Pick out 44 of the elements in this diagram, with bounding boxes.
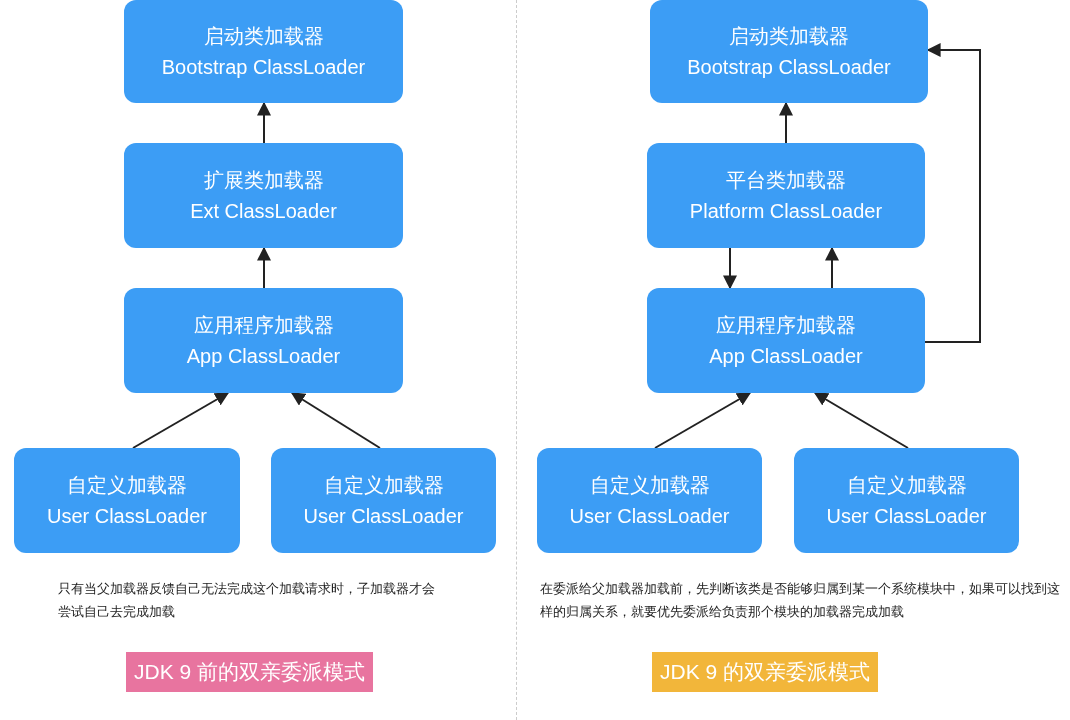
- loader-title: 自定义加载器: [846, 472, 967, 498]
- arrow: [290, 392, 381, 449]
- loader-title: 平台类加载器: [726, 167, 846, 193]
- loader-box: [650, 0, 928, 103]
- loader-name: Bootstrap ClassLoader: [687, 54, 891, 80]
- arrow: [779, 101, 793, 144]
- loader-box: [14, 448, 240, 553]
- note-text: 在委派给父加载器加载前，先判断该类是否能够归属到某一个系统模块中，如果可以找到这样的归属关系，就要优先委派给负责那个模块的加载器完成加载: [540, 581, 1061, 621]
- loader-name: App ClassLoader: [709, 343, 863, 369]
- caption-tag: JDK 9 的双亲委派模式: [652, 652, 879, 692]
- loader-title: 启动类加载器: [203, 23, 324, 49]
- arrow: [723, 247, 737, 290]
- loader-title: 启动类加载器: [729, 23, 849, 49]
- loader-name: User ClassLoader: [46, 503, 208, 529]
- arrow: [813, 392, 909, 449]
- arrow: [924, 43, 981, 343]
- loader-box: [124, 0, 403, 103]
- loader-title: 自定义加载器: [67, 472, 187, 498]
- arrow: [654, 392, 752, 449]
- loader-box: [794, 448, 1019, 553]
- loader-box: [647, 143, 925, 248]
- loader-name: App ClassLoader: [186, 343, 341, 369]
- caption-tag: JDK 9 前的双亲委派模式: [126, 652, 374, 692]
- loader-box: [537, 448, 762, 553]
- loader-title: 自定义加载器: [589, 472, 710, 498]
- loader-title: 应用程序加载器: [193, 312, 334, 338]
- loader-box: [271, 448, 496, 553]
- loader-box: [124, 288, 403, 393]
- arrow: [257, 246, 271, 289]
- loader-box: [124, 143, 403, 248]
- loader-title: 应用程序加载器: [716, 312, 856, 338]
- loader-name: User ClassLoader: [569, 503, 730, 529]
- loader-box: [647, 288, 925, 393]
- arrow: [132, 392, 230, 449]
- loader-name: Platform ClassLoader: [689, 198, 883, 224]
- loader-name: Ext ClassLoader: [190, 198, 337, 224]
- loader-name: User ClassLoader: [826, 503, 987, 529]
- arrow: [257, 101, 271, 144]
- loader-title: 扩展类加载器: [203, 167, 324, 193]
- note-text: 只有当父加载器反馈自己无法完成这个加载请求时，子加载器才会尝试自己去完成加载: [58, 581, 436, 621]
- arrow: [825, 246, 839, 289]
- loader-name: User ClassLoader: [303, 503, 464, 529]
- loader-title: 自定义加载器: [323, 472, 444, 498]
- loader-name: Bootstrap ClassLoader: [161, 54, 366, 80]
